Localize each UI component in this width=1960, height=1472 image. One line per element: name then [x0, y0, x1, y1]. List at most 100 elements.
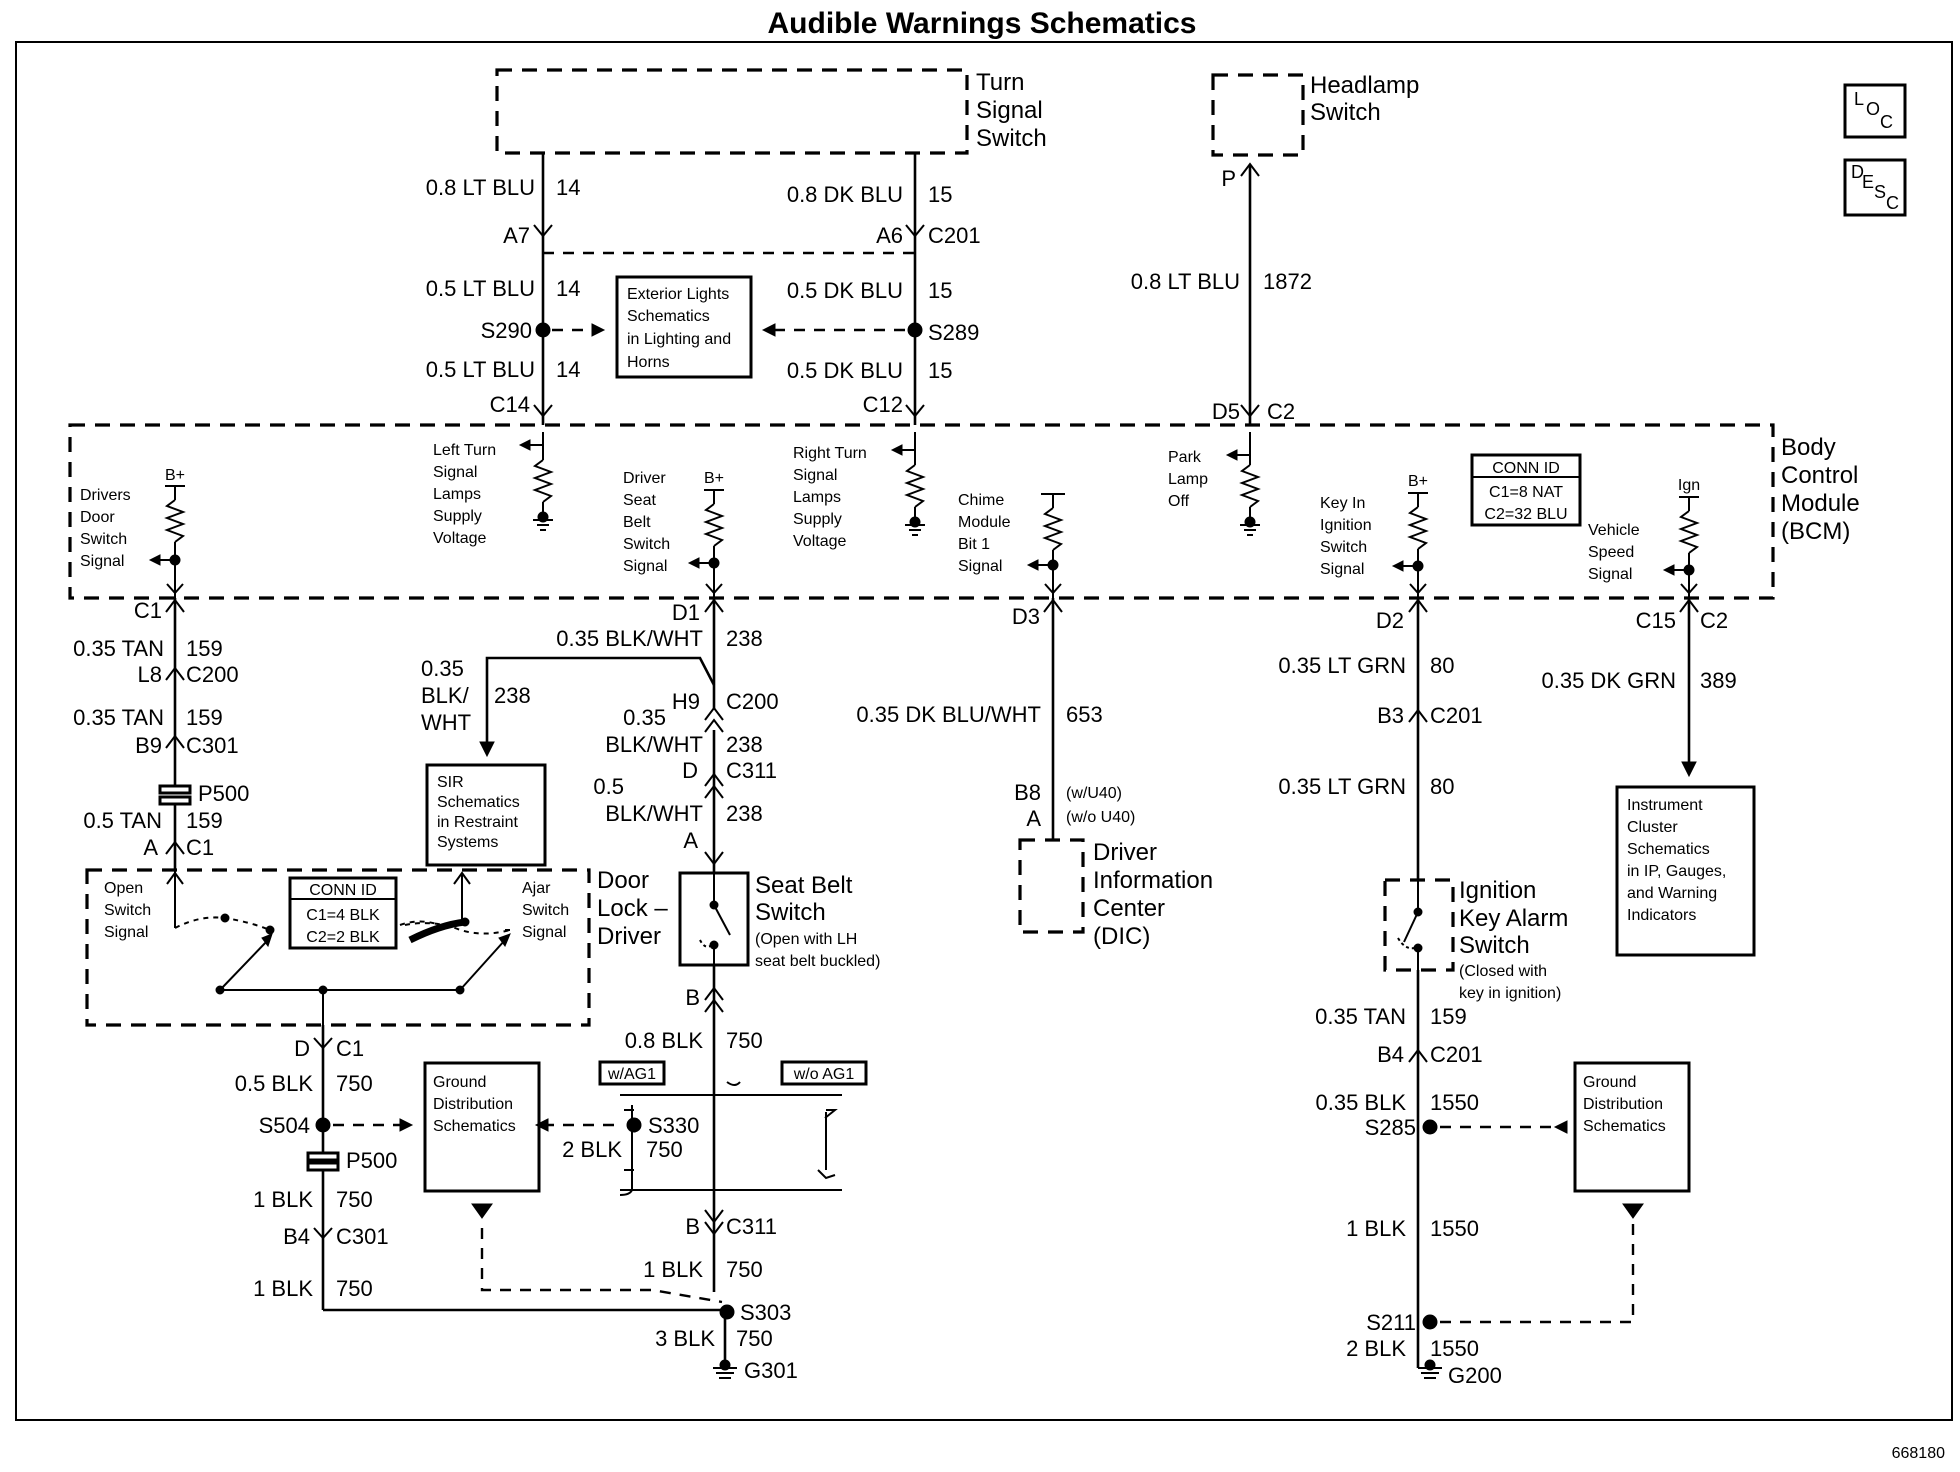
svg-text:Voltage: Voltage: [433, 530, 486, 547]
svg-text:0.35: 0.35: [421, 656, 464, 681]
svg-text:Switch: Switch: [80, 531, 127, 548]
svg-text:Door: Door: [597, 867, 649, 894]
svg-text:C201: C201: [1430, 703, 1483, 728]
svg-text:0.35 TAN: 0.35 TAN: [73, 636, 164, 661]
desc-icon[interactable]: D E S C: [1843, 158, 1907, 217]
svg-text:1872: 1872: [1263, 269, 1312, 294]
svg-text:Driver: Driver: [597, 923, 661, 950]
door-lock-driver-label: Door Lock – Driver: [597, 867, 668, 950]
svg-text:80: 80: [1430, 774, 1454, 799]
svg-text:14: 14: [556, 175, 580, 200]
svg-text:Seat Belt: Seat Belt: [755, 872, 853, 899]
splice-s303: S303: [740, 1300, 791, 1325]
svg-text:D: D: [1851, 162, 1864, 182]
svg-text:C: C: [1880, 112, 1893, 132]
ground-g301: G301: [744, 1358, 798, 1383]
option-w-u40: (w/U40): [1066, 785, 1122, 802]
sir-ref-box[interactable]: SIR Schematics in Restraint Systems: [425, 763, 547, 867]
option-w-ag1: w/AG1: [607, 1066, 656, 1083]
svg-text:15: 15: [928, 278, 952, 303]
diagram-title: Audible Warnings Schematics: [768, 7, 1197, 40]
svg-text:3 BLK: 3 BLK: [655, 1326, 715, 1351]
svg-text:Distribution: Distribution: [1583, 1096, 1663, 1113]
bcm-chime-input: Chime Module Bit 1 Signal: [958, 492, 1065, 598]
svg-text:BLK/: BLK/: [421, 683, 470, 708]
svg-text:Open: Open: [104, 880, 143, 897]
svg-text:1 BLK: 1 BLK: [253, 1187, 313, 1212]
bcm-left-turn-input: Left Turn Signal Lamps Supply Voltage: [433, 432, 554, 547]
svg-text:389: 389: [1700, 668, 1737, 693]
right-turn-circuit: 0.8 DK BLU 15 A6 C201 0.5 DK BLU 15 S289…: [761, 153, 981, 425]
svg-text:O: O: [1866, 99, 1880, 119]
svg-text:CONN ID: CONN ID: [309, 882, 377, 899]
svg-text:Park: Park: [1168, 449, 1202, 466]
svg-text:Vehicle: Vehicle: [1588, 522, 1640, 539]
svg-text:B4: B4: [1377, 1042, 1404, 1067]
svg-text:Belt: Belt: [623, 514, 651, 531]
ground-distribution-right-box[interactable]: Ground Distribution Schematics: [1573, 1061, 1691, 1193]
svg-text:C311: C311: [726, 758, 777, 783]
svg-text:2 BLK: 2 BLK: [562, 1137, 622, 1162]
ignition-key-circuit: D2 0.35 LT GRN 80 B3 C201 0.35 LT GRN 80: [1278, 598, 1483, 880]
svg-text:A6: A6: [876, 223, 903, 248]
dic-box: [1018, 838, 1085, 934]
svg-text:(BCM): (BCM): [1781, 518, 1850, 545]
svg-text:0.8 LT BLU: 0.8 LT BLU: [1131, 269, 1240, 294]
seat-belt-switch-label: Seat Belt Switch (Open with LH seat belt…: [755, 872, 880, 970]
ground-left-dashed-link: [480, 1228, 723, 1304]
svg-text:L: L: [1854, 89, 1864, 109]
svg-text:Ign: Ign: [1678, 477, 1700, 494]
svg-text:750: 750: [726, 1257, 763, 1282]
instrument-cluster-ref-box[interactable]: Instrument Cluster Schematics in IP, Gau…: [1615, 785, 1756, 957]
svg-text:Schematics: Schematics: [627, 308, 710, 325]
loc-icon[interactable]: L O C: [1843, 83, 1907, 139]
svg-text:Switch: Switch: [1459, 932, 1530, 959]
svg-text:Switch: Switch: [1310, 99, 1381, 126]
svg-text:750: 750: [336, 1276, 373, 1301]
bcm-drivers-door-input: B+ Drivers Door Switch Signal: [80, 467, 186, 598]
svg-text:15: 15: [928, 182, 952, 207]
svg-text:0.35: 0.35: [623, 705, 666, 730]
svg-text:C311: C311: [726, 1214, 777, 1239]
svg-text:238: 238: [494, 683, 531, 708]
svg-text:Headlamp: Headlamp: [1310, 72, 1419, 99]
svg-text:1550: 1550: [1430, 1336, 1479, 1361]
headlamp-switch-box: [1211, 73, 1305, 157]
svg-text:(Closed with: (Closed with: [1459, 963, 1547, 980]
svg-text:Signal: Signal: [80, 553, 124, 570]
svg-text:750: 750: [336, 1071, 373, 1096]
svg-text:C14: C14: [490, 392, 530, 417]
svg-text:B+: B+: [165, 467, 185, 484]
exterior-lights-ref-box[interactable]: Exterior Lights Schematics in Lighting a…: [615, 275, 753, 379]
svg-text:238: 238: [726, 626, 763, 651]
svg-text:Schematics: Schematics: [433, 1118, 516, 1135]
door-switch-circuit: C1 0.35 TAN 159 L8 C200 0.35 TAN 159 B9 …: [73, 598, 249, 870]
svg-text:0.5 LT BLU: 0.5 LT BLU: [426, 276, 535, 301]
svg-text:80: 80: [1430, 653, 1454, 678]
turn-signal-switch-box: [495, 68, 969, 155]
svg-text:Ground: Ground: [1583, 1074, 1636, 1091]
svg-text:Signal: Signal: [623, 558, 667, 575]
svg-text:159: 159: [186, 808, 223, 833]
svg-text:0.8 BLK: 0.8 BLK: [625, 1028, 704, 1053]
svg-text:C2: C2: [1700, 608, 1728, 633]
bcm-vehicle-speed-input: Ign Vehicle Speed Signal: [1588, 477, 1700, 598]
svg-text:B8: B8: [1014, 780, 1041, 805]
svg-text:Switch: Switch: [522, 902, 569, 919]
svg-text:in IP, Gauges,: in IP, Gauges,: [1627, 863, 1726, 880]
svg-text:B+: B+: [704, 470, 724, 487]
splice-s290: S290: [481, 318, 532, 343]
svg-text:C2=2 BLK: C2=2 BLK: [306, 929, 380, 946]
svg-text:14: 14: [556, 357, 580, 382]
svg-text:15: 15: [928, 358, 952, 383]
svg-text:key in ignition): key in ignition): [1459, 985, 1561, 1002]
svg-text:Schematics: Schematics: [437, 794, 520, 811]
bcm-box: [68, 423, 1775, 600]
svg-text:238: 238: [726, 732, 763, 757]
vehicle-speed-circuit: C15 C2 0.35 DK GRN 389: [1542, 598, 1737, 778]
ground-distribution-left-box[interactable]: Ground Distribution Schematics: [423, 1061, 541, 1193]
svg-text:C1=8 NAT: C1=8 NAT: [1489, 484, 1563, 501]
svg-text:C1: C1: [336, 1036, 364, 1061]
